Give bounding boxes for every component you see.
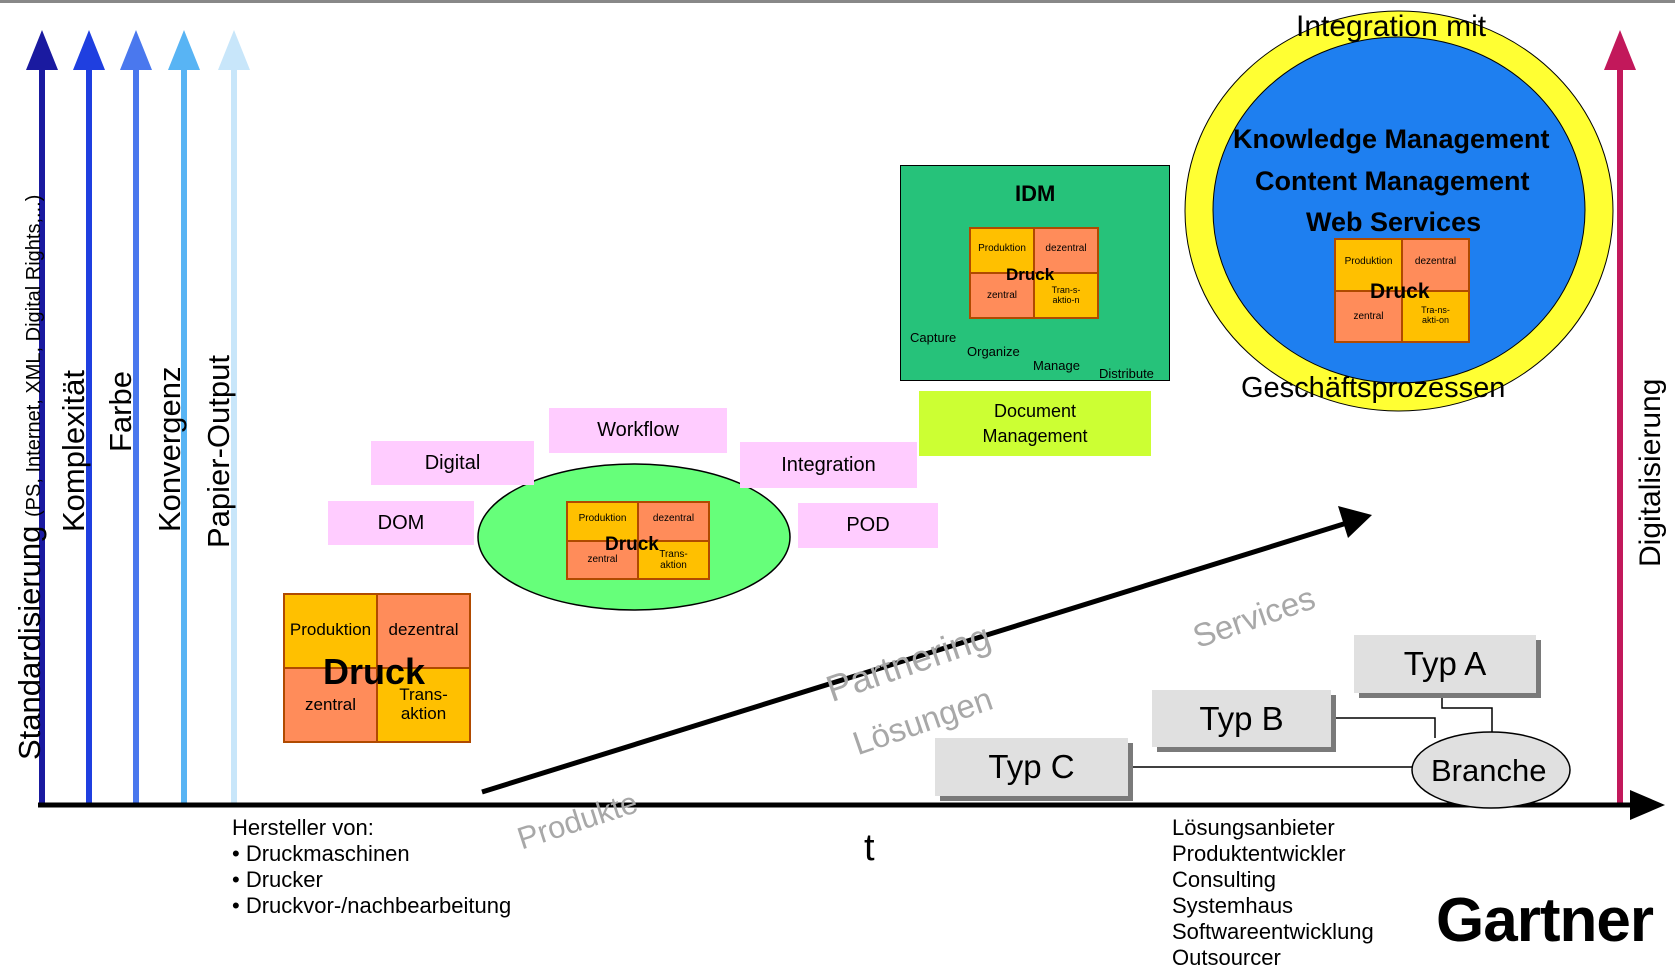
stage4-cell-transaktion: Tra-ns-akti-on xyxy=(1402,290,1469,342)
label-konvergenz: Konvergenz xyxy=(152,366,187,532)
stage3-cell-dezentral: dezentral xyxy=(1034,228,1098,273)
label-digitalisierung: Digitalisierung xyxy=(1634,378,1667,567)
stage3-druck-label: Druck xyxy=(1006,265,1055,284)
trend-arrowhead xyxy=(1338,506,1372,538)
box-dom: DOM xyxy=(328,501,474,545)
box-workflow: Workflow xyxy=(549,408,727,453)
stage1-druck-grid: Produktion dezentral zentral Trans-aktio… xyxy=(283,593,471,743)
provider-item: Consulting xyxy=(1172,867,1276,892)
arrowhead-komplexitaet xyxy=(73,30,105,70)
arrowhead-papier-output xyxy=(218,30,250,70)
idm-step-distribute: Distribute xyxy=(1099,366,1154,381)
top-border xyxy=(0,0,1675,3)
stage3-cell-transaktion: Tran-s-aktio-n xyxy=(1034,273,1098,318)
provider-list: Lösungsanbieter Produktentwickler Consul… xyxy=(1172,815,1374,971)
time-axis-arrowhead xyxy=(1630,790,1665,820)
stage2-cell-produktion: Produktion xyxy=(567,502,638,541)
stage4-cell-dezentral: dezentral xyxy=(1402,239,1469,291)
typ-b-box: Typ B xyxy=(1152,690,1331,747)
vertical-axis-arrows xyxy=(26,30,1636,805)
provider-item: Systemhaus xyxy=(1172,893,1294,918)
arrowhead-farbe xyxy=(120,30,152,70)
stage4-druck-grid: Produktion dezentral zentral Tra-ns-akti… xyxy=(1334,238,1470,343)
stage1-cell-zentral: zentral xyxy=(284,668,377,742)
stage1-druck-label: Druck xyxy=(323,651,426,692)
stage2-druck-label: Druck xyxy=(605,534,659,555)
stage1-cell-produktion: Produktion xyxy=(284,594,377,668)
arrowhead-standardisierung xyxy=(26,30,58,70)
stage2-cell-zentral: zentral xyxy=(567,540,638,579)
provider-item: Outsourcer xyxy=(1172,945,1281,970)
stage2-druck-grid: Produktion dezentral zentral Trans-aktio… xyxy=(566,501,710,580)
trend-arrow xyxy=(481,519,1351,795)
label-farbe: Farbe xyxy=(103,371,138,452)
arrowhead-digitalisierung xyxy=(1604,30,1636,70)
provider-item: Softwareentwicklung xyxy=(1172,919,1374,944)
doc-mgmt-line-2: Management xyxy=(982,425,1088,446)
stage4-cell-zentral: zentral xyxy=(1335,290,1402,342)
stage2-cell-transaktion: Trans-aktion xyxy=(638,540,709,579)
stage4-cell-produktion: Produktion xyxy=(1335,239,1402,291)
box-digital: Digital xyxy=(371,441,534,485)
label-standardisierung: Standardisierung (PS, Internet, XML, Dig… xyxy=(12,194,47,760)
branche-label: Branche xyxy=(1431,753,1547,788)
label-komplexitaet: Komplexität xyxy=(56,370,91,532)
gartner-logo: Gartner xyxy=(1436,886,1654,955)
stage4-line-content: Content Management xyxy=(1255,166,1530,196)
idm-step-capture: Capture xyxy=(910,330,957,345)
manufacturers-item: • Druckmaschinen xyxy=(232,841,410,866)
stage2-cell-dezentral: dezentral xyxy=(638,502,709,541)
idm-step-organize: Organize xyxy=(967,344,1020,359)
stage3-cell-produktion: Produktion xyxy=(970,228,1034,273)
box-integration: Integration xyxy=(740,442,917,488)
provider-item: Lösungsanbieter xyxy=(1172,815,1335,840)
manufacturers-heading: Hersteller von: xyxy=(232,815,374,840)
document-management-box: Document Management xyxy=(919,391,1151,456)
typ-c-box: Typ C xyxy=(935,738,1128,796)
doc-mgmt-line-1: Document xyxy=(993,401,1077,422)
box-pod: POD xyxy=(798,503,938,548)
stage4-top-label: Integration mit xyxy=(1296,10,1487,43)
typ-a-box: Typ A xyxy=(1354,635,1536,693)
manufacturers-item: • Drucker xyxy=(232,867,323,892)
stage4-line-webservices: Web Services xyxy=(1306,207,1482,237)
manufacturers-list: Hersteller von: • Druckmaschinen • Druck… xyxy=(232,815,511,919)
manufacturers-item: • Druckvor-/nachbearbeitung xyxy=(232,893,512,918)
stage1-cell-dezentral: dezentral xyxy=(377,594,470,668)
stage3-druck-grid: Produktion dezentral zentral Tran-s-akti… xyxy=(969,227,1099,319)
type-connectors xyxy=(1126,688,1493,768)
arrowhead-konvergenz xyxy=(168,30,200,70)
stage4-druck-label: Druck xyxy=(1370,280,1430,303)
idm-step-manage: Manage xyxy=(1033,358,1080,373)
stage3-cell-zentral: zentral xyxy=(970,273,1034,318)
stage1-cell-transaktion: Trans-aktion xyxy=(377,668,470,742)
stage4-line-knowledge: Knowledge Management xyxy=(1233,124,1550,154)
provider-item: Produktentwickler xyxy=(1172,841,1346,866)
time-axis-label: t xyxy=(864,827,875,869)
label-papier-output: Papier-Output xyxy=(201,355,236,548)
stage4-bottom-label: Geschäftsprozessen xyxy=(1241,372,1506,404)
idm-title: IDM xyxy=(1015,181,1056,206)
branche-ellipse xyxy=(1411,731,1571,809)
stage4-blue-circle xyxy=(1212,36,1586,384)
